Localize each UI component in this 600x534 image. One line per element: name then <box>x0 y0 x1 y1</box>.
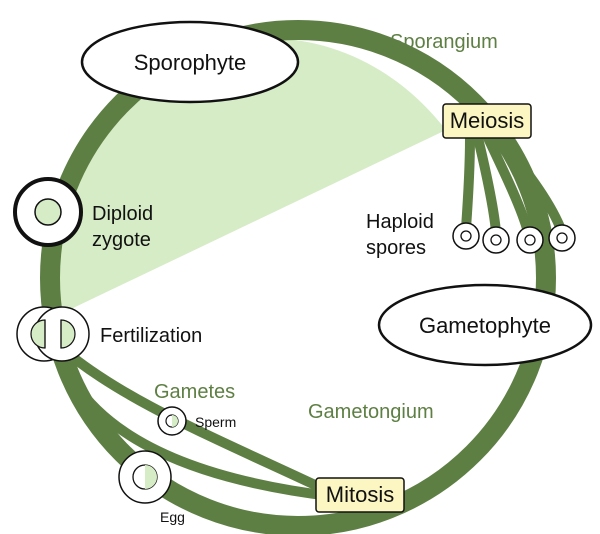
spore-branch-2 <box>473 133 501 237</box>
sporangium-label: Sporangium <box>390 31 498 53</box>
haploid-label-line1: Haploid <box>366 211 434 233</box>
spore-1 <box>452 222 480 250</box>
fertilization-cells <box>16 306 90 362</box>
spore-branch-1 <box>461 133 475 233</box>
mitosis-node: Mitosis <box>315 477 405 513</box>
haploid-label-line2: spores <box>366 237 426 259</box>
egg-cell <box>118 450 172 504</box>
zygote-label-line2: zygote <box>92 229 151 251</box>
gametophyte-node: Gametophyte <box>377 283 593 367</box>
spore-branch-3 <box>483 133 533 237</box>
life-cycle-ring <box>40 20 556 534</box>
diploid-label-line1: Diploid <box>92 203 153 225</box>
gametongium-label: Gametongium <box>308 401 434 423</box>
gametophyte-label: Gametophyte <box>419 313 551 338</box>
sporophyte-node: Sporophyte <box>80 20 300 104</box>
gamete-branch-lower <box>53 345 335 501</box>
meiosis-label: Meiosis <box>450 108 525 133</box>
spore-4 <box>548 224 576 252</box>
sperm-label: Sperm <box>195 414 236 430</box>
sperm-cell <box>157 406 187 436</box>
mitosis-label: Mitosis <box>326 482 394 507</box>
spore-3 <box>516 226 544 254</box>
gametes-label: Gametes <box>154 381 235 403</box>
sporophyte-label: Sporophyte <box>134 50 247 75</box>
diploid-zygote <box>13 177 83 247</box>
egg-label: Egg <box>160 509 185 525</box>
diploid-region <box>42 37 447 320</box>
spore-branch-4 <box>495 133 567 237</box>
spore-branches <box>461 133 567 237</box>
fertilization-label: Fertilization <box>100 325 202 347</box>
haploid-spores <box>452 222 576 254</box>
meiosis-node: Meiosis <box>442 103 532 139</box>
spore-2 <box>482 226 510 254</box>
